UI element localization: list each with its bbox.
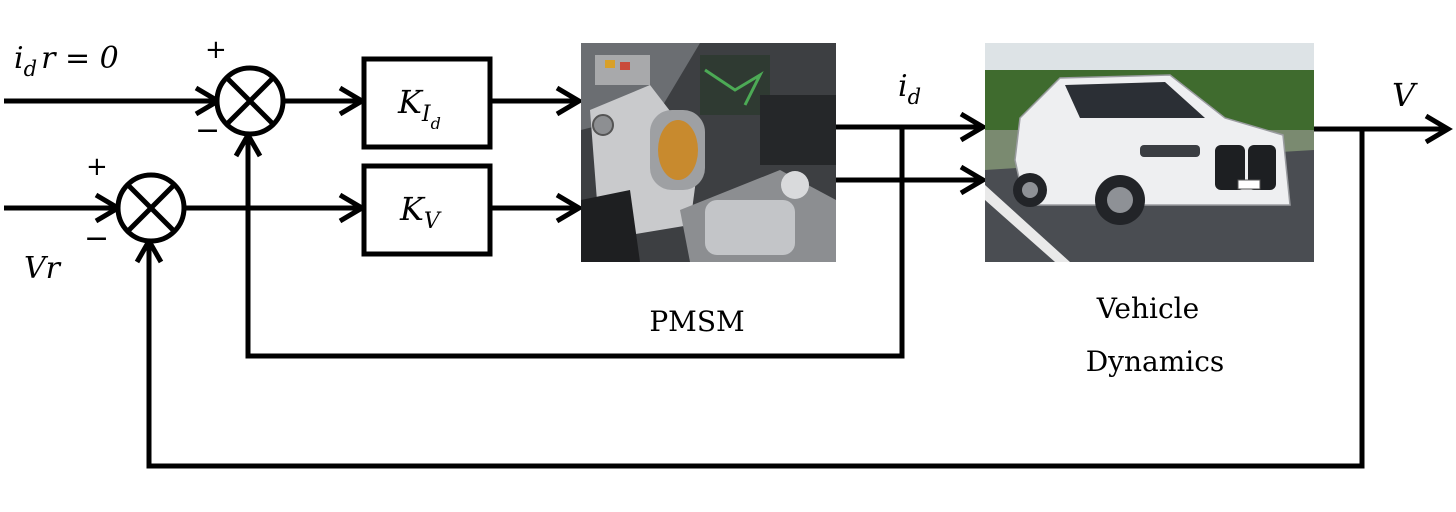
- vehicle-label-line2: Dynamics: [1086, 345, 1225, 378]
- kid-gain-label: KId: [397, 83, 441, 133]
- v-output-arrowhead: [1424, 113, 1453, 145]
- pmsm-bottom-arrowhead: [555, 192, 584, 224]
- pmsm-motor-image: [581, 43, 836, 262]
- sum1-minus-sign: −: [195, 113, 220, 148]
- v-reference-label: Vr: [24, 251, 62, 286]
- kid-gain-block: KId: [361, 56, 493, 150]
- sum2-plus-sign: +: [86, 152, 108, 182]
- pmsm-top-arrowhead: [555, 85, 584, 117]
- vehicle-top-arrowhead: [959, 111, 988, 143]
- kv-gain-label: KV: [399, 190, 442, 234]
- summing-junction-id: [214, 65, 286, 137]
- sum2-minus-sign: −: [84, 221, 109, 256]
- summing-junction-speed: [115, 172, 187, 244]
- sum1-plus-sign: +: [205, 35, 227, 65]
- vehicle-label-line1: Vehicle: [1096, 292, 1199, 325]
- v-feedback-loop: [146, 129, 1365, 469]
- id-signal-label: id: [898, 69, 921, 109]
- id-feedback-loop: [245, 127, 905, 359]
- pmsm-label: PMSM: [649, 305, 744, 338]
- vehicle-bottom-arrowhead: [959, 164, 988, 196]
- kv-gain-block: KV: [361, 163, 493, 257]
- v-output-label: V: [1392, 76, 1418, 114]
- vehicle-dynamics-image: [985, 43, 1314, 262]
